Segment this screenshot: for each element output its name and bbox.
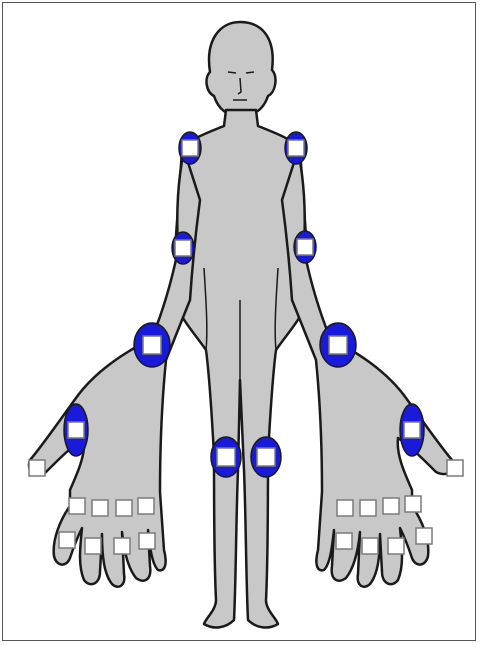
joint-pip-right-2 bbox=[85, 538, 101, 554]
joint-checkbox-mcp-left-4[interactable] bbox=[405, 496, 421, 512]
arm-right bbox=[29, 150, 200, 587]
joint-checkbox-knee-right[interactable] bbox=[217, 448, 235, 466]
joint-pip-left-1 bbox=[336, 533, 352, 549]
arm-left bbox=[282, 150, 453, 587]
joint-pip-right-3 bbox=[114, 538, 130, 554]
joint-checkbox-mcp-right-1[interactable] bbox=[69, 498, 85, 514]
joint-checkbox-wrist-right[interactable] bbox=[143, 336, 161, 354]
joint-checkbox-mcp-left-3[interactable] bbox=[383, 498, 399, 514]
joint-pip-right-1 bbox=[59, 532, 75, 548]
joint-wrist-left bbox=[320, 323, 356, 367]
joint-checkbox-pip-right-1[interactable] bbox=[59, 532, 75, 548]
joint-checkbox-mcp-right-3[interactable] bbox=[116, 500, 132, 516]
joint-wrist-right bbox=[134, 323, 170, 367]
joint-checkbox-pip-right-2[interactable] bbox=[85, 538, 101, 554]
joint-mcp-right-4 bbox=[138, 498, 154, 514]
joint-mcp-left-4 bbox=[405, 496, 421, 512]
joint-shoulder-right bbox=[179, 132, 201, 164]
joint-checkbox-mcp-right-2[interactable] bbox=[92, 500, 108, 516]
joint-checkbox-thumb-ip-left[interactable] bbox=[447, 460, 463, 476]
joint-thumb-ip-left bbox=[447, 460, 463, 476]
joint-thumb-base-left bbox=[400, 404, 424, 456]
joint-checkbox-pip-right-4[interactable] bbox=[139, 533, 155, 549]
joint-checkbox-pip-right-3[interactable] bbox=[114, 538, 130, 554]
joint-mcp-left-2 bbox=[360, 500, 376, 516]
joint-checkbox-knee-left[interactable] bbox=[257, 448, 275, 466]
joint-checkbox-thumb-base-left[interactable] bbox=[404, 422, 420, 438]
joint-thumb-base-right bbox=[64, 404, 88, 456]
joint-elbow-left bbox=[294, 231, 316, 263]
joint-checkbox-thumb-base-right[interactable] bbox=[68, 422, 84, 438]
joint-pip-left-4 bbox=[416, 528, 432, 544]
joint-mcp-right-3 bbox=[116, 500, 132, 516]
head bbox=[207, 22, 276, 116]
joint-mcp-right-1 bbox=[69, 498, 85, 514]
joint-mcp-left-3 bbox=[383, 498, 399, 514]
body-silhouette bbox=[29, 22, 453, 627]
joint-checkbox-elbow-left[interactable] bbox=[297, 239, 313, 255]
joint-checkbox-wrist-left[interactable] bbox=[329, 336, 347, 354]
joint-checkbox-elbow-right[interactable] bbox=[175, 240, 191, 256]
joint-mcp-right-2 bbox=[92, 500, 108, 516]
joint-shoulder-left bbox=[285, 132, 307, 164]
joint-thumb-ip-right bbox=[29, 460, 45, 476]
joint-checkbox-shoulder-left[interactable] bbox=[288, 140, 304, 156]
joint-checkbox-mcp-left-1[interactable] bbox=[337, 500, 353, 516]
joint-checkbox-mcp-left-2[interactable] bbox=[360, 500, 376, 516]
joint-checkbox-pip-left-3[interactable] bbox=[388, 538, 404, 554]
joint-checkbox-thumb-ip-right[interactable] bbox=[29, 460, 45, 476]
joint-knee-left bbox=[251, 437, 281, 477]
joint-knee-right bbox=[211, 437, 241, 477]
joint-mcp-left-1 bbox=[337, 500, 353, 516]
joint-pip-right-4 bbox=[139, 533, 155, 549]
joint-elbow-right bbox=[172, 232, 194, 264]
joint-pip-left-3 bbox=[388, 538, 404, 554]
joint-pip-left-2 bbox=[362, 538, 378, 554]
joint-checkbox-shoulder-right[interactable] bbox=[182, 140, 198, 156]
joint-checkbox-pip-left-4[interactable] bbox=[416, 528, 432, 544]
joint-checkbox-mcp-right-4[interactable] bbox=[138, 498, 154, 514]
joint-checkbox-pip-left-2[interactable] bbox=[362, 538, 378, 554]
joint-checkbox-pip-left-1[interactable] bbox=[336, 533, 352, 549]
